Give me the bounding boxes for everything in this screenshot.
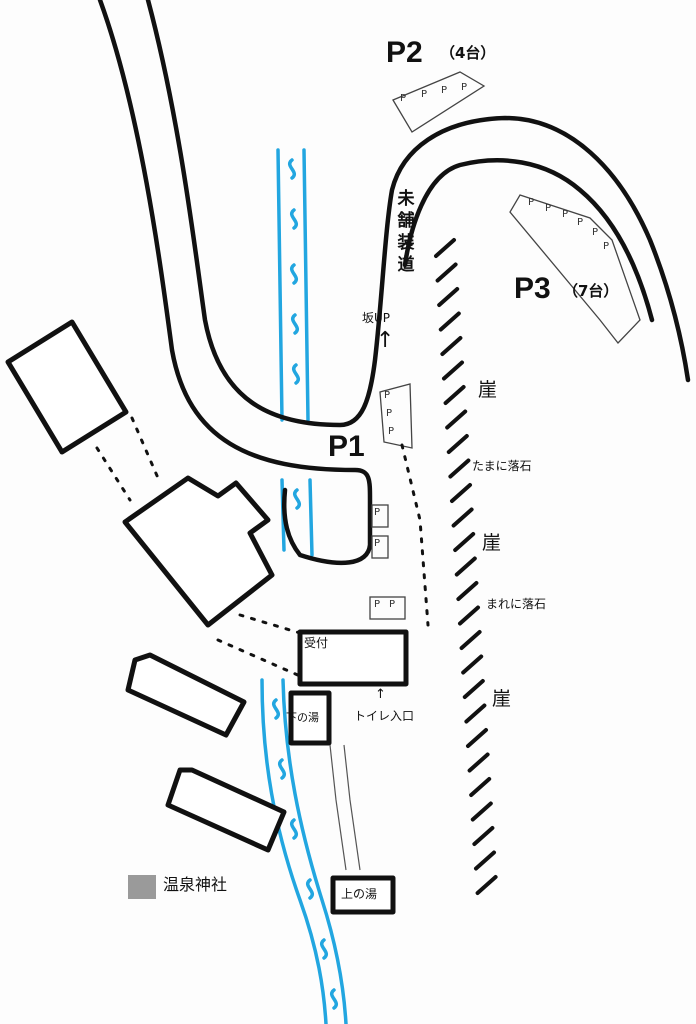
falling-rocks-rarely: まれに落石 — [486, 597, 547, 611]
river — [260, 148, 348, 1024]
cliff-hatch-mark — [438, 311, 461, 332]
toilet-entrance-label: トイレ入口 — [354, 709, 415, 723]
upper-bath-label: 上の湯 — [341, 887, 378, 901]
parking-p1-label: P1 — [328, 430, 365, 463]
cliff-label-2: 崖 — [482, 532, 502, 554]
footpaths — [95, 416, 430, 678]
toilet-arrow-icon: ↑ — [375, 687, 386, 702]
road — [97, 0, 691, 566]
cliff-hatch-mark — [456, 581, 479, 601]
cliff-hatch-mark — [434, 238, 456, 258]
cliff-hatch-mark — [461, 654, 484, 675]
cliff-hatch-mark — [442, 360, 464, 381]
lower-bath-label: 下の湯 — [286, 711, 319, 724]
cliff-hatch-mark — [454, 556, 477, 577]
cliff-hatch-mark — [448, 458, 471, 479]
cliff-label-3: 崖 — [492, 688, 512, 710]
parking-p2-label: P2 — [386, 36, 423, 69]
parking-space-p-icon: P — [388, 426, 395, 437]
slope-arrow-icon: ↑ — [376, 328, 395, 353]
cliff-hatch-mark — [469, 777, 492, 797]
unpaved-road-label: 未舗装道 — [397, 189, 415, 275]
parking-space-p-icon: P — [374, 507, 381, 518]
parking-space-p-icon: P — [461, 82, 468, 93]
parking-p2-count: （4台） — [440, 44, 496, 62]
cliff-hatch-mark — [440, 336, 463, 356]
cliff-hatch-mark — [472, 826, 495, 846]
cliff-hatch-mark — [474, 850, 496, 871]
parking-space-p-icon: P — [384, 390, 391, 401]
parking-p3-label: P3 — [514, 272, 551, 305]
cliff-hatch-mark — [445, 409, 468, 430]
parking-space-p-icon: P — [577, 217, 584, 228]
cliff-hatch-mark — [458, 605, 480, 626]
buildings — [5, 319, 409, 915]
cliff-hatch-mark — [462, 679, 485, 699]
cliff-hatch-mark — [435, 262, 458, 283]
cliff-label-1: 崖 — [478, 379, 498, 401]
shrine-legend-label: 温泉神社 — [163, 875, 228, 894]
parking-space-p-icon: P — [374, 599, 381, 610]
parking-space-p-icon: P — [421, 89, 428, 100]
parking-space-p-icon: P — [400, 93, 407, 104]
parking-stalls — [369, 71, 641, 620]
slope-up-label: 坂UP — [362, 311, 391, 325]
reception-label: 受付 — [304, 636, 329, 650]
parking-p3-count: （7台） — [563, 282, 619, 300]
cliff-hatch-mark — [446, 434, 469, 454]
parking-space-p-icon: P — [389, 599, 396, 610]
cliff-hatch-mark — [470, 801, 493, 822]
parking-space-p-icon: P — [441, 85, 448, 96]
cliff-hatch-mark — [437, 287, 460, 307]
cliff-hatch-mark — [459, 630, 482, 650]
cliff-hatch-mark — [450, 483, 472, 503]
parking-space-p-icon: P — [528, 197, 535, 208]
parking-space-p-icon: P — [545, 203, 552, 214]
cliff-hatch-mark — [443, 385, 466, 405]
parking-space-p-icon: P — [603, 241, 610, 252]
cliff-hatch-mark — [453, 532, 476, 552]
cliff-hatch-mark — [464, 703, 487, 724]
cliff-hatch-mark — [466, 728, 488, 748]
parking-space-p-icon: P — [386, 408, 393, 419]
parking-space-p-icon: P — [374, 538, 381, 549]
cliff-hatching — [434, 238, 498, 895]
shrine-legend-swatch — [128, 875, 156, 899]
cliff-hatch-mark — [451, 507, 474, 528]
parking-space-p-icon: P — [562, 209, 569, 220]
stair-lines — [329, 744, 361, 871]
parking-space-p-icon: P — [592, 227, 599, 238]
cliff-hatch-mark — [467, 752, 490, 773]
falling-rocks-sometimes: たまに落石 — [472, 459, 532, 473]
cliff-hatch-mark — [475, 875, 498, 895]
